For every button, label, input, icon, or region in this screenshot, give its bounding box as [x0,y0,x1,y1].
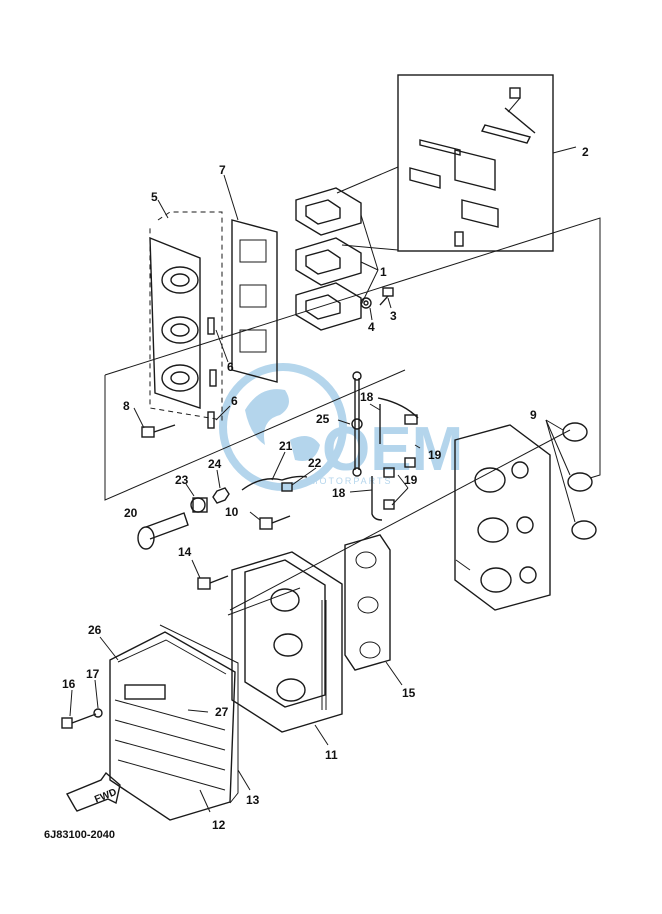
callout-24: 24 [208,457,222,471]
manifold-gasket [223,174,278,383]
silencer-cover [99,624,251,821]
callout-18b: 18 [332,486,346,500]
screw-washer-16-17 [61,679,103,729]
callout-9: 9 [530,408,537,422]
callout-26: 26 [88,623,102,637]
fwd-arrow-icon: FWD [65,771,121,812]
callout-7: 7 [219,163,226,177]
bolt-washer-3-4 [360,287,394,321]
callout-15: 15 [402,686,416,700]
callout-16: 16 [62,677,76,691]
bolt-8 [133,407,176,438]
callout-17: 17 [86,667,100,681]
silencer-gasket [344,534,403,686]
callout-27: 27 [215,705,229,719]
callout-6a: 6 [227,360,234,374]
callout-labels: 1 2 3 4 5 6 6 7 8 9 10 11 12 13 14 15 16… [62,145,589,832]
bolts-10-14 [191,511,291,590]
callout-11: 11 [325,748,338,762]
fuel-hoses [337,371,421,521]
watermark-main-text: OEM [322,415,463,484]
callout-8: 8 [123,399,130,413]
o-rings [545,419,597,540]
callout-6b: 6 [231,394,238,408]
callout-4: 4 [368,320,375,334]
callout-19b: 19 [404,473,418,487]
callout-12: 12 [212,818,226,832]
callout-25: 25 [316,412,330,426]
part-code: 6J83100-2040 [44,829,115,841]
watermark-globe-icon [219,363,347,491]
pin-grommet-nut [137,469,230,550]
watermark-sub-text: MOTORPARTS [310,476,393,486]
callout-5: 5 [151,190,158,204]
carburetor-assembly [454,424,551,611]
callout-3: 3 [390,309,397,323]
callout-1: 1 [380,265,387,279]
callout-18a: 18 [360,390,374,404]
silencer-plate [231,551,343,746]
callout-23: 23 [175,473,189,487]
reed-valve-detail-box [397,74,554,252]
assembly-outline [104,217,601,616]
callout-20: 20 [124,506,138,520]
callout-2: 2 [582,145,589,159]
callout-19a: 19 [428,448,442,462]
callout-14: 14 [178,545,192,559]
dowel-pins [207,317,231,429]
callout-22: 22 [308,456,322,470]
callout-13: 13 [246,793,260,807]
watermark-globe-land [245,389,320,461]
callout-10: 10 [225,505,239,519]
watermark: OEM MOTORPARTS [219,363,463,491]
hose-21-clip-22 [241,451,317,492]
callout-21: 21 [279,439,293,453]
intake-manifold [149,199,223,421]
reed-valve-assemblies [295,187,379,331]
